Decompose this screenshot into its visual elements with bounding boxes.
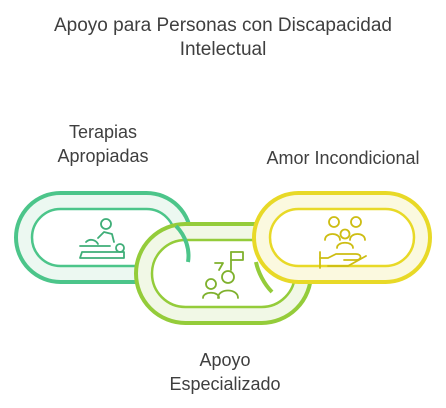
caring-hand-family-icon xyxy=(319,216,367,269)
label-apoyo-line-1: Apoyo xyxy=(199,350,251,370)
diagram-title: Apoyo para Personas con Discapacidad Int… xyxy=(0,14,446,62)
label-amor-line-1: Amor Incondicional xyxy=(266,148,420,168)
label-terapias-apropiadas: Terapias Apropiadas xyxy=(38,120,168,168)
label-apoyo-line-2: Especializado xyxy=(169,374,281,394)
diagram-title-line-2: Intelectual xyxy=(179,39,267,60)
therapy-massage-icon xyxy=(79,218,125,259)
specialist-team-icon xyxy=(202,251,244,299)
label-apoyo-especializado: Apoyo Especializado xyxy=(150,348,300,396)
label-terapias-line-1: Terapias xyxy=(68,122,138,142)
diagram-title-line-1: Apoyo para Personas con Discapacidad xyxy=(54,15,392,36)
label-terapias-line-2: Apropiadas xyxy=(57,146,149,166)
label-amor-incondicional: Amor Incondicional xyxy=(250,146,436,170)
